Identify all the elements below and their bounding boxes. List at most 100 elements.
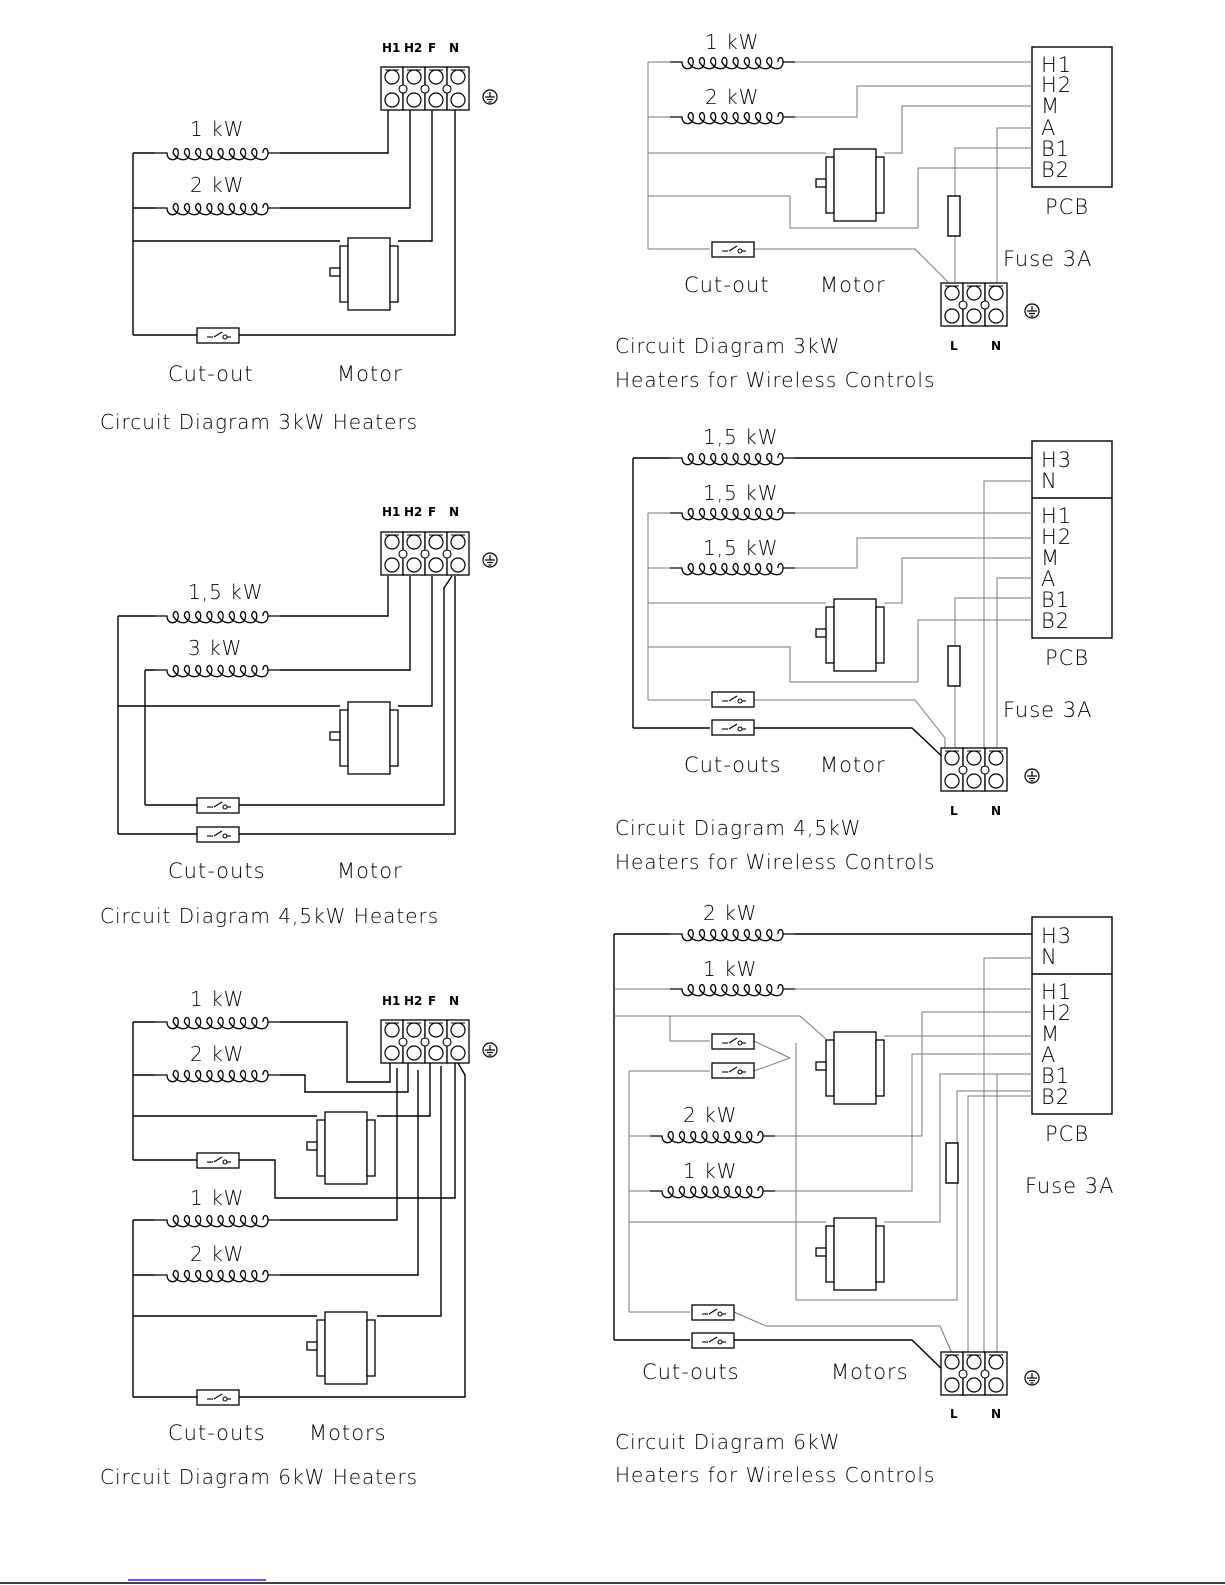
- terminal-block: [940, 1351, 1008, 1396]
- pcb-pin-label: H1: [1041, 53, 1072, 77]
- pcb-pin-label: A: [1041, 567, 1056, 591]
- heater-label: 2 kW: [190, 1042, 244, 1066]
- terminal-label-n: N: [991, 804, 1001, 818]
- heater-label: 2 kW: [703, 901, 757, 925]
- terminal-label-f: F: [428, 41, 436, 55]
- terminal-block: [380, 531, 470, 576]
- heater-label: 1,5 kW: [703, 536, 779, 560]
- diagram-caption: Circuit Diagram 3kW Heaters: [100, 410, 418, 434]
- pcb-pin-label: N: [1041, 945, 1058, 969]
- terminal-label-h2: H2: [404, 505, 422, 519]
- pcb-pin-label: B2: [1041, 158, 1070, 182]
- heater-label: 1 kW: [190, 1186, 244, 1210]
- terminal-label-n: N: [991, 1407, 1001, 1421]
- terminal-label-h1: H1: [382, 994, 400, 1008]
- heater-coil: [155, 1016, 280, 1030]
- terminal-label-l: L: [950, 1407, 958, 1421]
- motor-label: Motor: [820, 273, 886, 297]
- diagram-6kw-wireless: 2 kW 1 kW 2 kW 1 kW H3 N H1 H2 M A B1 B2…: [613, 901, 1115, 1487]
- motor: [306, 1311, 376, 1385]
- motor: [306, 1111, 376, 1185]
- pcb-label: PCB: [1045, 646, 1089, 670]
- pcb-pin-label: B1: [1041, 588, 1070, 612]
- terminal-label-h1: H1: [382, 41, 400, 55]
- pcb-pin-label: M: [1041, 94, 1060, 118]
- heater-label: 1 kW: [190, 987, 244, 1011]
- cutout-switch: [691, 1332, 735, 1349]
- heater-coil: [670, 111, 795, 125]
- cutout-switch: [711, 1033, 755, 1050]
- pcb-pin-label: H2: [1041, 73, 1072, 97]
- heater-label: 1,5 kW: [703, 481, 779, 505]
- heater-coil: [670, 983, 795, 997]
- heater-coil: [155, 664, 280, 678]
- earth-symbol: [1024, 303, 1040, 319]
- heater-coil: [650, 1130, 775, 1144]
- pcb-pin-label: A: [1041, 1043, 1056, 1067]
- motor: [815, 1217, 885, 1291]
- cutout-switch: [691, 1304, 735, 1321]
- heater-coil: [670, 507, 795, 521]
- diagram-caption: Circuit Diagram 4,5kW Heaters: [100, 904, 439, 928]
- fuse: [947, 645, 961, 687]
- diagram-4-5kw-wireless: 1,5 kW 1,5 kW 1,5 kW H3 N H1 H2 M A B1 B…: [615, 425, 1113, 874]
- heater-label: 1 kW: [190, 117, 244, 141]
- terminal-label-n: N: [991, 339, 1001, 353]
- earth-symbol: [482, 89, 498, 105]
- pcb-pin-label: H3: [1041, 924, 1072, 948]
- terminal-block: [940, 282, 1008, 327]
- heater-coil: [155, 1269, 280, 1283]
- fuse-label: Fuse 3A: [1003, 698, 1093, 722]
- terminal-label-l: L: [950, 339, 958, 353]
- diagram-caption: Circuit Diagram 4,5kW: [615, 816, 861, 840]
- cutout-label: Cut-out: [168, 362, 254, 386]
- terminal-label-n: N: [449, 41, 459, 55]
- pcb-pin-label: H2: [1041, 525, 1072, 549]
- terminal-label-n: N: [449, 505, 459, 519]
- earth-symbol: [1024, 1370, 1040, 1386]
- cutout-label: Cut-out: [684, 273, 770, 297]
- earth-symbol: [482, 1042, 498, 1058]
- terminal-block: [940, 747, 1008, 792]
- cutout-switch: [196, 1389, 240, 1406]
- fuse: [947, 195, 961, 237]
- heater-coil: [155, 1069, 280, 1083]
- pcb-pin-label: A: [1041, 116, 1056, 140]
- motor: [329, 701, 399, 775]
- heater-coil: [670, 56, 795, 70]
- heater-coil: [670, 562, 795, 576]
- motor: [329, 237, 399, 311]
- cutout-switch: [196, 327, 240, 344]
- cutout-switch: [711, 241, 755, 258]
- heater-label: 2 kW: [705, 85, 759, 109]
- fuse: [945, 1142, 959, 1184]
- pcb-box: [1031, 916, 1113, 1115]
- pcb-pin-label: N: [1041, 469, 1058, 493]
- diagram-caption: Circuit Diagram 6kW Heaters: [100, 1465, 418, 1489]
- diagram-6kw-heaters: H1 H2 F N 1 kW 2 kW 1 kW 2 kW Cut-outs M…: [100, 987, 498, 1489]
- terminal-block: [380, 1019, 470, 1064]
- heater-label: 2 kW: [190, 1242, 244, 1266]
- terminal-label-f: F: [428, 994, 436, 1008]
- pcb-pin-label: M: [1041, 1022, 1060, 1046]
- terminal-label-f: F: [428, 505, 436, 519]
- motor-label: Motor: [820, 753, 886, 777]
- diagram-3kw-wireless: 1 kW 2 kW H1 H2 M A B1 B2 PCB Fuse 3A Cu…: [615, 30, 1113, 392]
- cutout-label: Cut-outs: [168, 859, 266, 883]
- motor-label: Motor: [337, 859, 403, 883]
- fuse-label: Fuse 3A: [1025, 1174, 1115, 1198]
- heater-label: 2 kW: [683, 1103, 737, 1127]
- pcb-pin-label: H2: [1041, 1001, 1072, 1025]
- terminal-block: [380, 66, 470, 111]
- heater-label: 1 kW: [705, 30, 759, 54]
- heater-coil: [155, 147, 280, 161]
- terminal-label-h1: H1: [382, 505, 400, 519]
- heater-coil: [155, 202, 280, 216]
- heater-coil: [670, 452, 795, 466]
- cutout-switch: [196, 797, 240, 814]
- heater-label: 1 kW: [703, 957, 757, 981]
- pcb-label: PCB: [1045, 1122, 1089, 1146]
- pcb-box: [1031, 440, 1113, 639]
- pcb-pin-label: H1: [1041, 504, 1072, 528]
